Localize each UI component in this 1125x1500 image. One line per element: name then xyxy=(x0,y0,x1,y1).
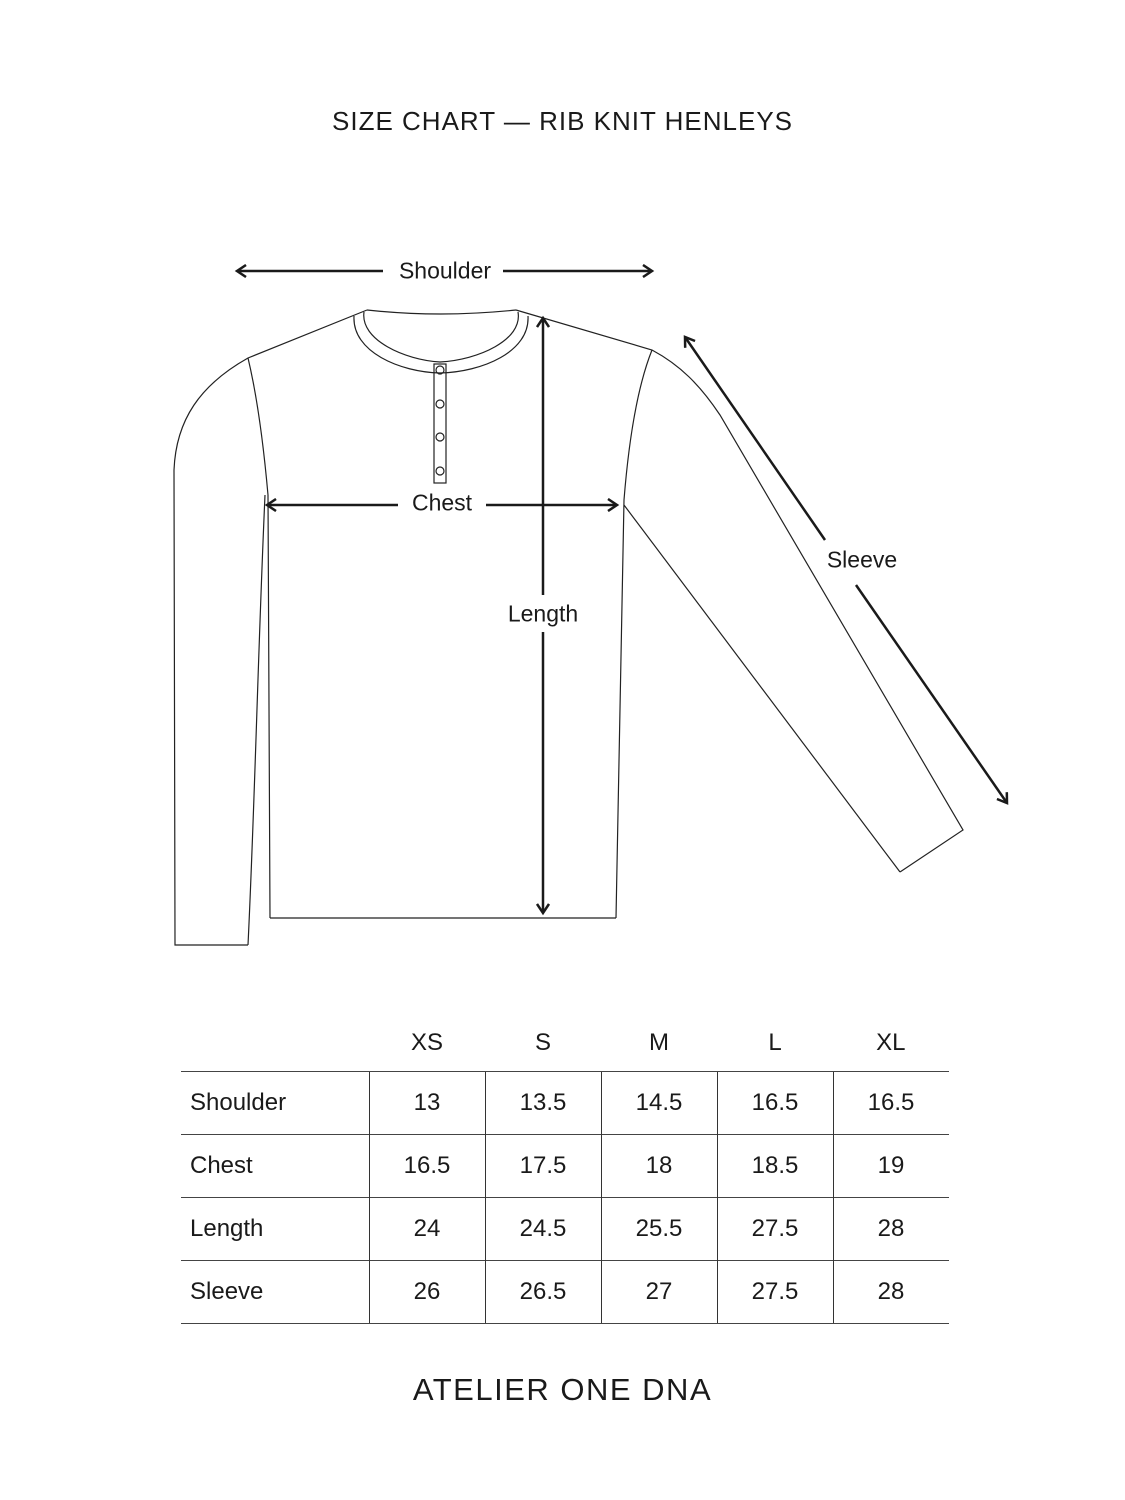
left-sleeve-inner xyxy=(247,494,266,946)
empty-header xyxy=(181,1015,369,1072)
table-cell: 17.5 xyxy=(484,1134,601,1198)
button xyxy=(435,399,445,409)
table-cell: 19 xyxy=(832,1134,949,1198)
table-cell: 14.5 xyxy=(600,1071,717,1135)
sleeve-arrow-down xyxy=(854,584,1007,803)
table-cell: 28 xyxy=(832,1197,949,1261)
table-cell: 16.5 xyxy=(832,1071,949,1135)
measure-arrows xyxy=(237,271,1007,913)
chest-label: Chest xyxy=(411,489,473,516)
row-label: Length xyxy=(181,1197,369,1261)
shirt-outline xyxy=(173,309,964,946)
size-header: XS xyxy=(410,1029,443,1056)
collar-inner xyxy=(363,311,519,363)
table-cell: 24.5 xyxy=(484,1197,601,1261)
table-row: Sleeve 26 26.5 27 27.5 28 xyxy=(181,1260,949,1324)
placket xyxy=(433,363,447,484)
size-header: L xyxy=(768,1029,782,1056)
right-shoulder-sleeve xyxy=(515,309,964,873)
table-cell: 26 xyxy=(368,1260,485,1324)
table-cell: 16.5 xyxy=(368,1134,485,1198)
size-header: M xyxy=(649,1029,669,1056)
table-cell: 27.5 xyxy=(716,1260,833,1324)
table-cell: 28 xyxy=(832,1260,949,1324)
page-title: SIZE CHART — RIB KNIT HENLEYS xyxy=(332,106,793,136)
table-cell: 27 xyxy=(600,1260,717,1324)
size-header: S xyxy=(534,1029,551,1056)
size-header-row: XS S M L XL xyxy=(181,1015,949,1072)
length-label: Length xyxy=(507,600,579,627)
table-cell: 18.5 xyxy=(716,1134,833,1198)
row-label: Chest xyxy=(181,1134,369,1198)
shoulder-label: Shoulder xyxy=(398,257,492,284)
table-cell: 26.5 xyxy=(484,1260,601,1324)
row-label: Sleeve xyxy=(181,1260,369,1324)
button xyxy=(435,466,445,476)
table-cell: 13 xyxy=(368,1071,485,1135)
left-shoulder-sleeve xyxy=(173,309,368,946)
table-cell: 18 xyxy=(600,1134,717,1198)
size-header: XL xyxy=(876,1029,906,1056)
table-row: Shoulder 13 13.5 14.5 16.5 16.5 xyxy=(181,1071,949,1135)
table-row: Length 24 24.5 25.5 27.5 28 xyxy=(181,1197,949,1261)
row-label: Shoulder xyxy=(181,1071,369,1135)
table-row: Chest 16.5 17.5 18 18.5 19 xyxy=(181,1134,949,1198)
right-side xyxy=(615,349,653,919)
collar-outer xyxy=(353,315,529,374)
neck-top xyxy=(366,309,517,315)
table-cell: 16.5 xyxy=(716,1071,833,1135)
button xyxy=(435,365,445,375)
button xyxy=(435,432,445,442)
sleeve-arrow-up xyxy=(685,337,827,541)
table-cell: 13.5 xyxy=(484,1071,601,1135)
sleeve-label: Sleeve xyxy=(826,546,898,573)
size-table: XS S M L XL Shoulder 13 13.5 14.5 16.5 1… xyxy=(181,1015,949,1324)
right-sleeve-inner xyxy=(623,504,901,873)
table-cell: 24 xyxy=(368,1197,485,1261)
left-armhole xyxy=(247,357,271,919)
table-cell: 27.5 xyxy=(716,1197,833,1261)
table-cell: 25.5 xyxy=(600,1197,717,1261)
brand-logo: ATELIER ONE DNA xyxy=(412,1372,713,1407)
henley-diagram xyxy=(173,0,1125,946)
